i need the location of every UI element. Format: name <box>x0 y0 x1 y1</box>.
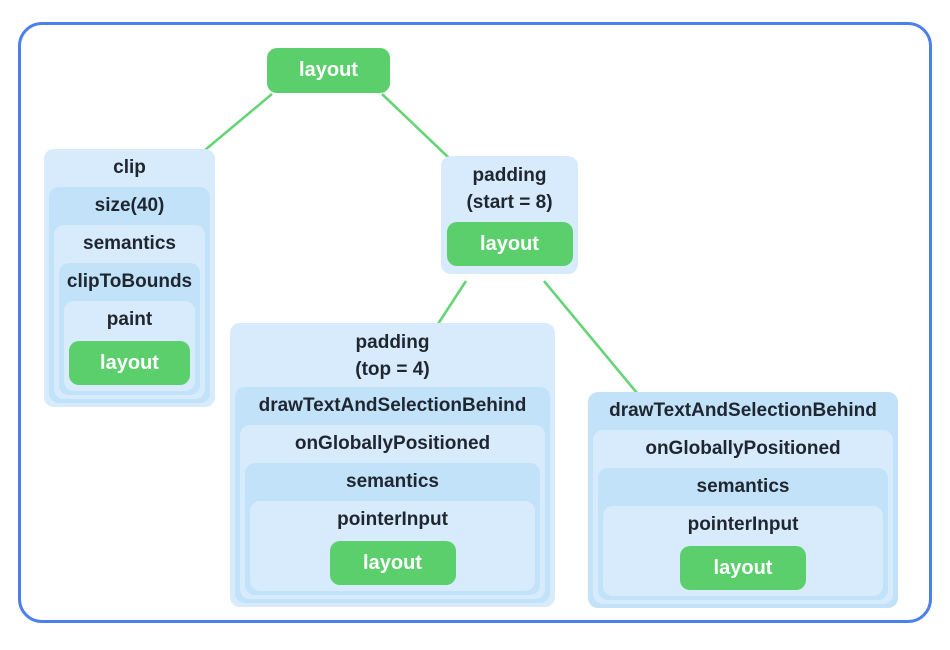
onglobally-node-middle: onGloballyPositioned semantics pointerIn… <box>240 425 545 599</box>
pointerinput-node-right: pointerInput layout <box>603 506 883 596</box>
padding-start-line1: padding <box>472 165 547 186</box>
onglobally-label-middle: onGloballyPositioned <box>294 433 491 454</box>
padding-start-label: padding (start = 8) <box>446 156 573 220</box>
padding-start-line2: (start = 8) <box>466 192 553 213</box>
padding-top-layout-leaf: layout <box>329 541 456 585</box>
paint-node: paint layout <box>64 301 195 391</box>
size-label: size(40) <box>94 195 165 216</box>
root-layout-node: layout <box>267 48 390 93</box>
drawtext-label-right: drawTextAndSelectionBehind <box>609 400 877 421</box>
padding-top-label: padding (top = 4) <box>235 323 550 387</box>
cliptobounds-node: clipToBounds paint layout <box>59 263 200 395</box>
clip-layout-leaf: layout <box>69 341 190 385</box>
semantics-label: semantics <box>83 233 176 254</box>
pointerinput-node-middle: pointerInput layout <box>250 501 535 591</box>
semantics-label-right: semantics <box>696 476 790 497</box>
onglobally-node-right: onGloballyPositioned semantics pointerIn… <box>593 430 893 604</box>
pointerinput-label-middle: pointerInput <box>337 509 448 530</box>
drawtext-node-middle: drawTextAndSelectionBehind onGloballyPos… <box>235 387 550 603</box>
cliptobounds-label: clipToBounds <box>66 271 193 292</box>
clip-label: clip <box>113 157 146 178</box>
semantics-node: semantics clipToBounds paint layout <box>54 225 205 399</box>
semantics-label-middle: semantics <box>346 471 439 492</box>
semantics-node-middle: semantics pointerInput layout <box>245 463 540 595</box>
drawtext-node-right: drawTextAndSelectionBehind onGloballyPos… <box>588 392 898 608</box>
onglobally-label-right: onGloballyPositioned <box>645 438 841 459</box>
padding-top-line2: (top = 4) <box>355 359 430 380</box>
drawtext-label-middle: drawTextAndSelectionBehind <box>258 395 527 416</box>
pointerinput-label-right: pointerInput <box>687 514 799 535</box>
padding-start-layout-leaf: layout <box>446 222 573 266</box>
padding-top-line1: padding <box>355 332 430 353</box>
clip-node: clip size(40) semantics clipToBounds pai… <box>44 149 215 407</box>
size-node: size(40) semantics clipToBounds paint la… <box>49 187 210 403</box>
semantics-node-right: semantics pointerInput layout <box>598 468 888 600</box>
paint-label: paint <box>106 309 153 330</box>
drawtext-layout-leaf: layout <box>680 546 806 590</box>
padding-top-node: padding (top = 4) drawTextAndSelectionBe… <box>230 323 555 607</box>
padding-start-node: padding (start = 8) layout <box>441 156 578 274</box>
